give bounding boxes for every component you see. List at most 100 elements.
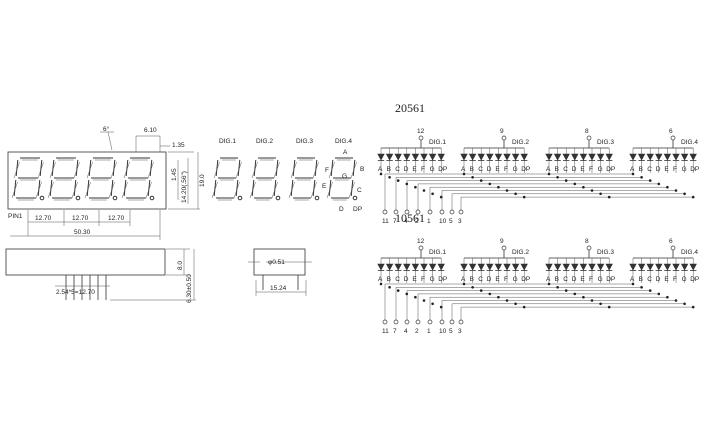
bottom-pin-label: 2 (415, 328, 419, 335)
bottom-pin-label: 5 (449, 218, 453, 225)
segment-label-f: F (325, 167, 329, 174)
common-pin-label: 8 (585, 128, 589, 135)
junction-dot (582, 185, 585, 189)
led-diode (588, 153, 596, 161)
junction-dot (631, 282, 635, 286)
junction-dot (573, 182, 577, 186)
pin-len-label: 6.30±0.50 (186, 274, 193, 303)
end-view: φ0.51 15.24 (248, 248, 312, 296)
segment-label: A (630, 276, 635, 283)
common-pin-label: 9 (500, 128, 504, 135)
common-pin (670, 135, 676, 141)
junction-dot (414, 295, 417, 299)
pitch-label-2: 12.70 (72, 215, 89, 222)
segment-label: A (378, 166, 383, 173)
junction-dot (607, 305, 611, 309)
segment-label: D (656, 276, 661, 283)
bottom-pin-label: 2 (415, 218, 419, 225)
junction-dot (405, 182, 409, 186)
segment-label: F (673, 276, 677, 283)
junction-dot (505, 189, 509, 192)
junction-dot (666, 295, 669, 299)
side-view: 2.54*5=12.70 8.0 6.30±0.50 (5, 248, 196, 303)
led-diode (403, 153, 411, 161)
junction-dot (405, 292, 409, 296)
led-diode (503, 153, 511, 161)
led-diode (460, 263, 468, 271)
decimal-point (314, 195, 320, 201)
segment-label-dp: DP (353, 206, 362, 213)
led-diode (428, 263, 437, 271)
bottom-pin-label: 1 (427, 328, 431, 335)
junction-dot (462, 172, 466, 176)
led-diode (411, 263, 420, 271)
pinout-digit (326, 157, 358, 201)
led-diode (629, 263, 637, 271)
digit-label-2: DIG.2 (256, 138, 273, 145)
segment-label: B (639, 276, 643, 283)
junction-dot (547, 172, 551, 176)
junction-dot (599, 302, 602, 306)
junction-dot (388, 176, 391, 179)
segment-bus: 10 (422, 299, 678, 335)
bottom-pin-label: 11 (382, 218, 389, 225)
segment-label: B (470, 276, 474, 283)
junction-dot (396, 179, 400, 182)
led-diode (637, 153, 646, 161)
led-diode (385, 263, 394, 271)
segment-label: F (589, 166, 593, 173)
junction-dot (666, 185, 669, 189)
segment-label: G (598, 166, 603, 173)
led-diode (468, 263, 477, 271)
segment-label: G (598, 276, 603, 283)
front-digit (121, 157, 155, 201)
led-diode (377, 153, 385, 161)
led-diode (579, 153, 588, 161)
schematic-title: 20561 (395, 101, 425, 115)
junction-dot (431, 192, 434, 196)
digit-label: DIG.3 (597, 249, 614, 256)
segment-bus: 3 (439, 195, 695, 225)
led-diode (689, 153, 697, 161)
segment-bus: 5 (431, 302, 686, 335)
side-pins (65, 275, 107, 300)
junction-dot (422, 299, 426, 302)
bottom-pin (449, 209, 455, 215)
bottom-pin (458, 209, 464, 215)
bottom-pin-label: 10 (439, 218, 447, 225)
bottom-pin-label: 3 (458, 218, 462, 225)
led-diode (689, 263, 697, 271)
pinout-digit (288, 157, 320, 201)
junction-dot (648, 289, 652, 292)
height-label: 8.0 (177, 261, 184, 270)
segment-label: B (639, 166, 643, 173)
segment-label: A (461, 166, 466, 173)
segment-label: C (395, 166, 400, 173)
junction-dot (514, 192, 517, 196)
common-pin (501, 135, 507, 141)
bottom-pin (427, 209, 433, 215)
segment-label: E (495, 166, 500, 173)
segment-label: DP (438, 166, 447, 173)
bottom-pin-label: 1 (427, 218, 431, 225)
junction-dot (640, 286, 643, 289)
junction-dot (522, 305, 526, 309)
led-diode (646, 153, 654, 161)
segment-bus: 7 (388, 286, 643, 335)
led-diode (596, 263, 605, 271)
segment-label: A (546, 166, 551, 173)
junction-dot (479, 289, 483, 292)
led-diode (596, 153, 605, 161)
led-diode (468, 153, 477, 161)
pinout-digits (211, 157, 358, 201)
bottom-pin (404, 319, 410, 325)
digit-label: DIG.2 (512, 249, 529, 256)
junction-dot (497, 295, 500, 299)
led-diode (377, 263, 385, 271)
segment-label: B (470, 166, 474, 173)
led-diode (672, 153, 680, 161)
junction-dot (556, 176, 559, 179)
bottom-pin (458, 319, 464, 325)
